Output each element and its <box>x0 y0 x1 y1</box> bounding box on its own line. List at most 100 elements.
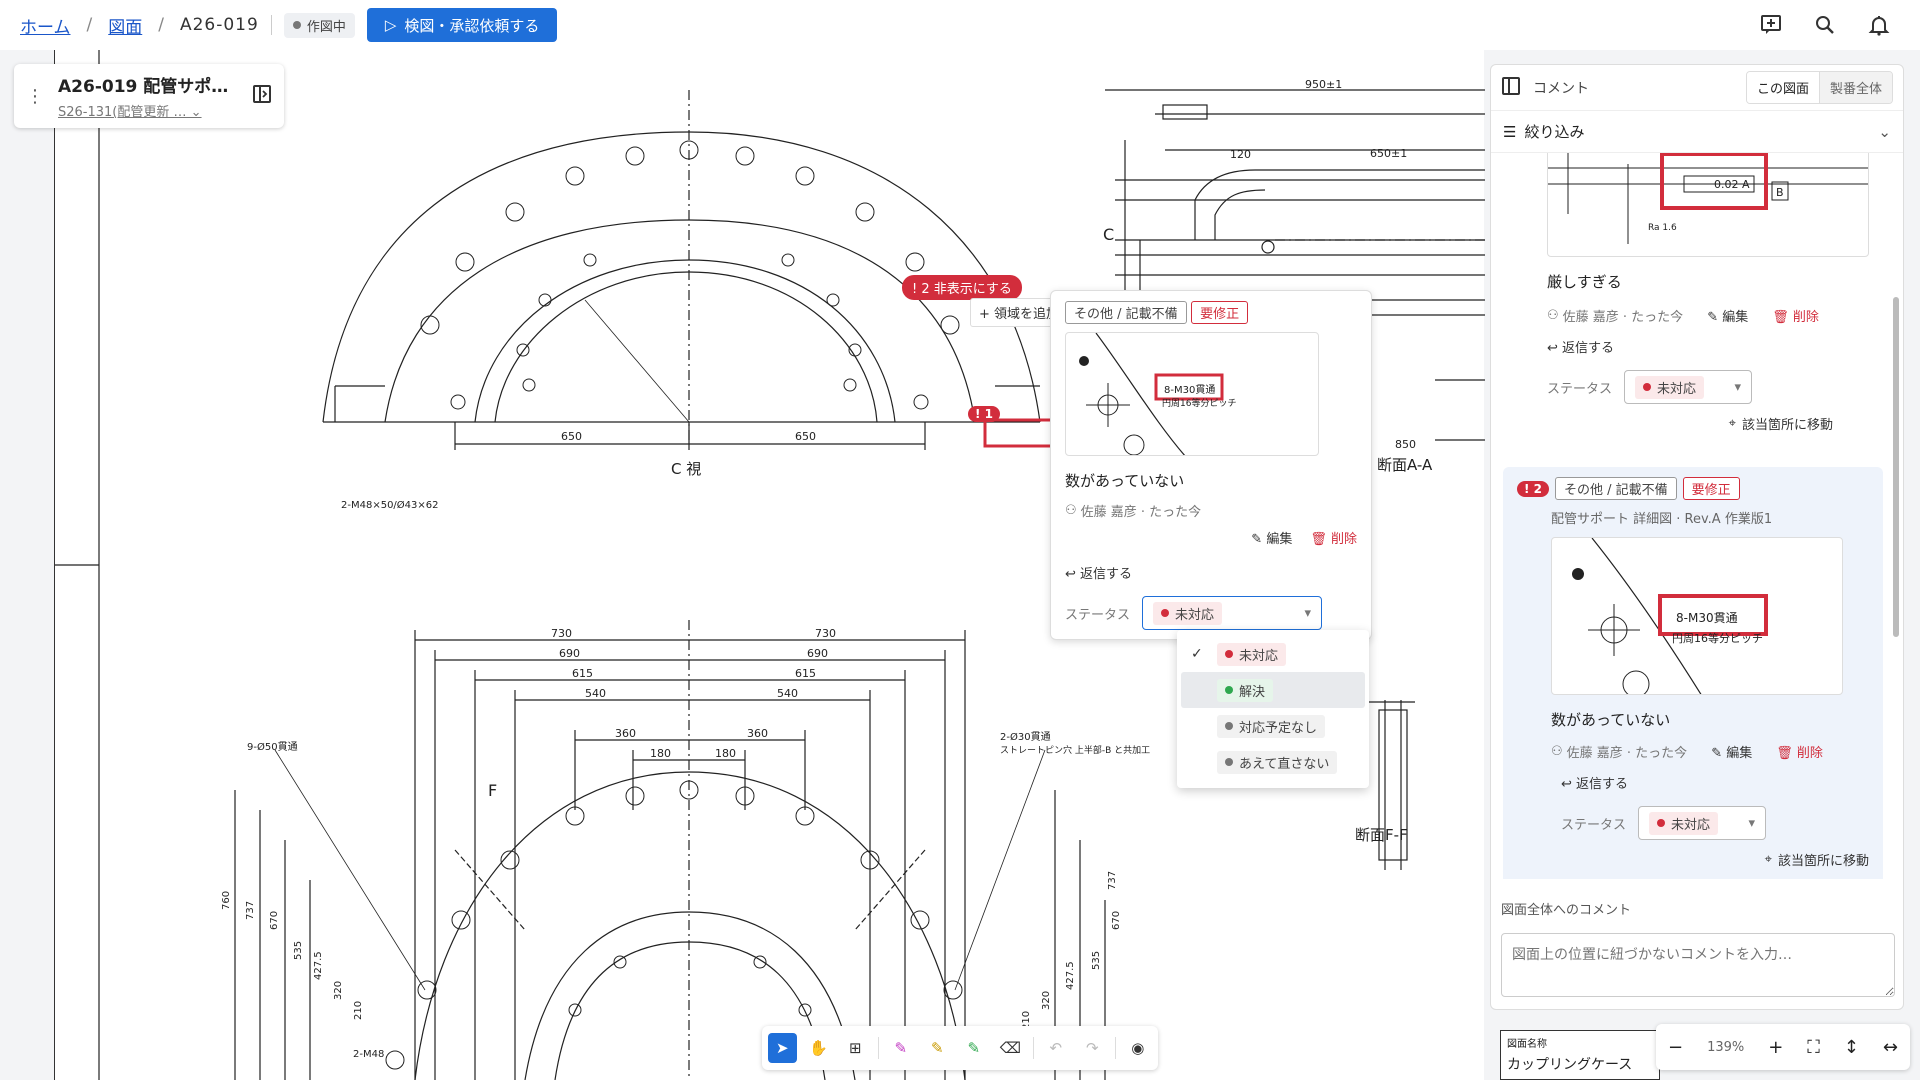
comment-text: 数があっていない <box>1551 711 1671 729</box>
comment-thumbnail[interactable]: 8-M30貫通 円周16等分ピッチ <box>1551 537 1843 695</box>
fit-height-icon[interactable]: ↕ <box>1843 1036 1859 1058</box>
status-option-intentional[interactable]: あえて直さない <box>1181 744 1365 780</box>
zoom-controls: − 139% + ⛶ ↕ ↔ <box>1656 1024 1910 1070</box>
delete-label: 削除 <box>1792 310 1819 325</box>
dim-bottom-4: 690 <box>807 647 828 660</box>
status-row: ステータス 未対応 ▾ <box>1517 806 1869 840</box>
search-icon[interactable] <box>1810 10 1840 40</box>
zoom-out-icon[interactable]: − <box>1668 1036 1684 1058</box>
filter-toggle[interactable]: ☰ 絞り込み ⌄ <box>1491 111 1903 153</box>
pen-yellow-icon[interactable]: ✎ <box>930 1039 944 1057</box>
scrollbar-thumb[interactable] <box>1893 297 1899 637</box>
status-option-wont-fix[interactable]: 対応予定なし <box>1181 708 1365 744</box>
bell-icon[interactable] <box>1864 10 1894 40</box>
height-left-4: 535 <box>293 941 304 960</box>
scope-all-project[interactable]: 製番全体 <box>1819 72 1892 103</box>
edit-button[interactable]: ✎ 編集 <box>1707 310 1749 325</box>
comment-popover: その他 / 記載不備 要修正 8-M30貫通 円周16等分ピッチ 数があっていな… <box>1050 290 1372 640</box>
comment-list[interactable]: 0.02 A B Ra 1.6 厳しすぎる ⚇ 佐藤 嘉彦 · たった今 ✎ 編… <box>1491 153 1889 879</box>
height-left-1: 760 <box>221 891 232 910</box>
pen-green-icon[interactable]: ✎ <box>967 1039 981 1057</box>
status-option-unresolved[interactable]: ✓ 未対応 <box>1181 636 1365 672</box>
height-left-6: 320 <box>333 981 344 1000</box>
hide-comment-badge[interactable]: ! 2 非表示にする <box>902 275 1022 300</box>
locate-button[interactable]: ⌖該当箇所に移動 <box>1517 850 1869 869</box>
status-select[interactable]: 未対応 ▾ <box>1624 370 1753 404</box>
dim-top-4: 650±1 <box>1370 147 1407 160</box>
pan-tool-icon[interactable]: ✋ <box>809 1039 829 1057</box>
breadcrumb-separator: / <box>158 15 164 35</box>
edit-button[interactable]: ✎ 編集 <box>1711 746 1753 761</box>
comments-panel-header: コメント この図面 製番全体 <box>1491 65 1903 111</box>
visibility-eye-icon[interactable]: ◉ <box>1131 1039 1145 1057</box>
filter-icon: ☰ <box>1503 122 1517 141</box>
delete-button[interactable]: 🗑 削除 <box>1310 528 1357 547</box>
eraser-icon[interactable]: ⌫ <box>999 1039 1021 1057</box>
edit-button[interactable]: ✎ 編集 <box>1251 528 1292 547</box>
document-subtitle[interactable]: S26-131(配管更新 … ⌄ <box>58 105 202 120</box>
breadcrumb-drawings-link[interactable]: 図面 <box>108 17 143 38</box>
breadcrumb-home-link[interactable]: ホーム <box>20 17 71 38</box>
locate-label: 該当箇所に移動 <box>1741 418 1833 433</box>
title-block-value: カップリングケース <box>1507 1057 1633 1073</box>
reply-button[interactable]: ↩ 返信する <box>1065 563 1357 582</box>
height-right-6: 210 <box>1021 1011 1032 1030</box>
section-aa-label: 断面A-A <box>1377 456 1433 474</box>
top-icon-group <box>1756 10 1894 40</box>
note-1: 2-M48×50/Ø43×62 <box>341 499 439 511</box>
comment-pin-1[interactable]: ! 1 <box>968 406 1001 422</box>
whole-comment-input[interactable] <box>1501 933 1895 997</box>
status-option-resolved[interactable]: 解決 <box>1181 672 1365 708</box>
edit-label: 編集 <box>1726 746 1753 761</box>
reply-button[interactable]: ↩ 返信する <box>1561 777 1629 792</box>
document-card: ⋮ A26-019 配管サポ… S26-131(配管更新 … ⌄ <box>14 64 284 128</box>
location-pin-icon: ⌖ <box>1728 416 1736 431</box>
note-2: 9-Ø50貫通 <box>247 741 298 753</box>
status-value: 未対応 <box>1657 381 1697 397</box>
reply-label: 返信する <box>1080 567 1133 582</box>
fit-width-icon[interactable]: ↔ <box>1882 1036 1898 1058</box>
undo-icon[interactable]: ↶ <box>1049 1039 1063 1057</box>
zoom-in-icon[interactable]: + <box>1768 1036 1784 1058</box>
height-right-3: 535 <box>1091 951 1102 970</box>
locate-button[interactable]: ⌖ 該当箇所に移動 <box>1547 414 1833 433</box>
delete-button[interactable]: 🗑 削除 <box>1772 310 1819 325</box>
redo-icon[interactable]: ↷ <box>1086 1039 1099 1057</box>
comment-scope-toggle: この図面 製番全体 <box>1745 71 1893 104</box>
delete-label: 削除 <box>1330 532 1357 547</box>
user-icon: ⚇ <box>1547 308 1559 323</box>
comment-number-badge: ! 2 <box>1517 480 1550 497</box>
dim-top-6: 850 <box>1395 438 1416 451</box>
status-dot-icon <box>1225 650 1233 658</box>
drawing-canvas[interactable]: C 視 断面A-A 断面F-F F C 650 650 950±1 650±1 … <box>0 50 1920 1080</box>
height-left-5: 427.5 <box>313 951 324 980</box>
status-select[interactable]: 未対応 ▾ <box>1142 596 1323 630</box>
height-right-2: 737 <box>1107 871 1118 890</box>
scope-this-drawing[interactable]: この図面 <box>1746 72 1820 103</box>
comment-actions: ✎ 編集 🗑 削除 <box>1065 528 1357 547</box>
dim-bottom-9: 360 <box>615 727 636 740</box>
side-panel-toggle-icon[interactable] <box>252 84 272 109</box>
status-select[interactable]: 未対応 ▾ <box>1638 806 1767 840</box>
select-tool-icon[interactable]: ➤ <box>768 1033 797 1063</box>
comment-thumbnail[interactable]: 8-M30貫通 円周16等分ピッチ <box>1065 332 1319 456</box>
fit-screen-icon[interactable]: ⛶ <box>1807 1036 1820 1058</box>
label-c: C <box>1103 225 1114 244</box>
dim-bottom-12: 180 <box>715 747 736 760</box>
delete-button[interactable]: 🗑 削除 <box>1776 746 1823 761</box>
pen-pink-icon[interactable]: ✎ <box>894 1039 908 1057</box>
dim-top-1: 650 <box>561 430 582 443</box>
comment-thumbnail[interactable]: 0.02 A B Ra 1.6 <box>1547 153 1869 257</box>
comment-list-scrollbar[interactable] <box>1893 177 1899 777</box>
user-icon: ⚇ <box>1551 744 1563 759</box>
add-comment-icon[interactable] <box>1756 10 1786 40</box>
thumb-text-1: 8-M30貫通 <box>1676 611 1738 625</box>
reply-button[interactable]: ↩ 返信する <box>1547 341 1615 356</box>
status-dropdown-menu: ✓ 未対応 解決 対応予定なし あえて直さない <box>1177 630 1369 788</box>
status-option-pill: 未対応 <box>1217 642 1287 666</box>
comment-tool-icon[interactable]: ⊞ <box>849 1039 862 1057</box>
request-review-button[interactable]: ▷ 検図・承認依頼する <box>366 8 558 42</box>
panel-collapse-icon[interactable] <box>1501 76 1521 100</box>
kebab-menu-icon[interactable]: ⋮ <box>26 85 44 107</box>
comment-meta: ⚇ 佐藤 嘉彦 · たった今 <box>1065 501 1357 520</box>
